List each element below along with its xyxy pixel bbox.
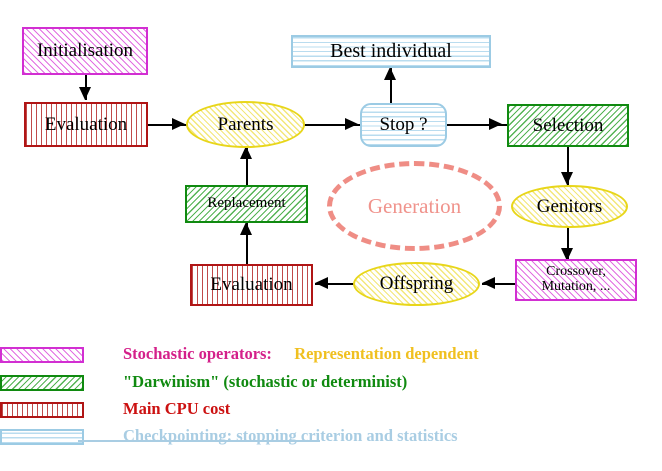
connector-offspring-to-evaluation bbox=[315, 283, 357, 285]
connector-evaluation-to-replacement bbox=[246, 222, 248, 266]
node-evaluation-bottom[interactable]: Evaluation bbox=[190, 264, 313, 306]
arrowhead-right-stop bbox=[345, 118, 358, 130]
arrowhead-up-best-individual bbox=[383, 67, 396, 80]
legend-text-secondary-1: Representation dependent bbox=[294, 344, 479, 363]
node-selection[interactable]: Selection bbox=[507, 104, 629, 147]
legend-swatch-stochastic-operators bbox=[0, 347, 84, 363]
connector-parents-to-stop bbox=[303, 124, 363, 126]
connector-selection-to-genitors bbox=[567, 146, 569, 188]
legend-text-checkpointing: Checkpointing: stopping criterion and st… bbox=[123, 426, 458, 446]
node-selection-label: Selection bbox=[532, 114, 604, 136]
node-best-individual[interactable]: Best individual bbox=[291, 35, 491, 68]
legend-text-darwinism: "Darwinism" (stochastic or determinist) bbox=[123, 372, 407, 392]
node-evaluation-top[interactable]: Evaluation bbox=[24, 102, 148, 147]
node-initialisation[interactable]: Initialisation bbox=[22, 27, 148, 75]
connector-genitors-to-crossover bbox=[567, 226, 569, 262]
arrowhead-right-parents bbox=[172, 118, 185, 130]
node-parents[interactable]: Parents bbox=[186, 101, 305, 148]
node-parents-label: Parents bbox=[217, 113, 274, 135]
arrowhead-down-genitors bbox=[560, 172, 573, 185]
node-crossover-mutation-label: Crossover, Mutation, ... bbox=[541, 264, 611, 294]
legend-text-primary-1: Stochastic operators: bbox=[123, 344, 272, 363]
arrowhead-down-evaluation-top bbox=[78, 87, 91, 100]
connector-replacement-to-parents bbox=[246, 146, 248, 186]
node-crossover-mutation[interactable]: Crossover, Mutation, ... bbox=[515, 259, 637, 301]
node-offspring-label: Offspring bbox=[379, 273, 454, 295]
node-initialisation-label: Initialisation bbox=[36, 40, 134, 62]
connector-stop-to-best-individual bbox=[390, 67, 392, 105]
node-evaluation-top-label: Evaluation bbox=[44, 113, 128, 135]
node-genitors[interactable]: Genitors bbox=[511, 185, 628, 228]
node-stop[interactable]: Stop ? bbox=[360, 103, 447, 147]
legend-swatch-checkpointing bbox=[0, 429, 84, 445]
arrowhead-right-selection bbox=[489, 118, 502, 130]
node-evaluation-bottom-label: Evaluation bbox=[210, 274, 293, 296]
node-best-individual-label: Best individual bbox=[330, 40, 452, 62]
node-replacement-label: Replacement bbox=[207, 195, 286, 212]
arrowhead-up-replacement bbox=[239, 222, 252, 235]
node-genitors-label: Genitors bbox=[536, 195, 603, 217]
node-stop-label: Stop ? bbox=[379, 114, 428, 136]
legend-text-primary-4: Checkpointing: stopping criterion and st… bbox=[123, 426, 458, 445]
legend-text-stochastic-operators: Stochastic operators: Representation dep… bbox=[123, 344, 479, 364]
connector-stop-to-selection bbox=[446, 124, 508, 126]
bottom-rule bbox=[78, 440, 320, 442]
legend-text-primary-2: "Darwinism" (stochastic or determinist) bbox=[123, 372, 408, 391]
connector-crossover-to-offspring bbox=[482, 283, 515, 285]
arrowhead-left-evaluation-bottom bbox=[315, 277, 328, 289]
legend-text-primary-3: Main CPU cost bbox=[123, 399, 231, 418]
node-offspring[interactable]: Offspring bbox=[353, 262, 480, 306]
arrowhead-up-parents bbox=[239, 146, 252, 159]
legend-swatch-darwinism bbox=[0, 375, 84, 391]
generation-label: Generation bbox=[367, 193, 462, 218]
legend-swatch-main-cpu-cost bbox=[0, 402, 84, 418]
connector-evaluation-to-parents bbox=[148, 124, 190, 126]
legend-text-main-cpu-cost: Main CPU cost bbox=[123, 399, 230, 419]
arrowhead-left-offspring bbox=[482, 277, 495, 289]
generation-loop-annotation: Generation bbox=[327, 161, 502, 251]
node-replacement[interactable]: Replacement bbox=[185, 185, 308, 223]
arrowhead-down-crossover bbox=[560, 248, 573, 261]
generation-dashed-ellipse bbox=[327, 161, 502, 251]
